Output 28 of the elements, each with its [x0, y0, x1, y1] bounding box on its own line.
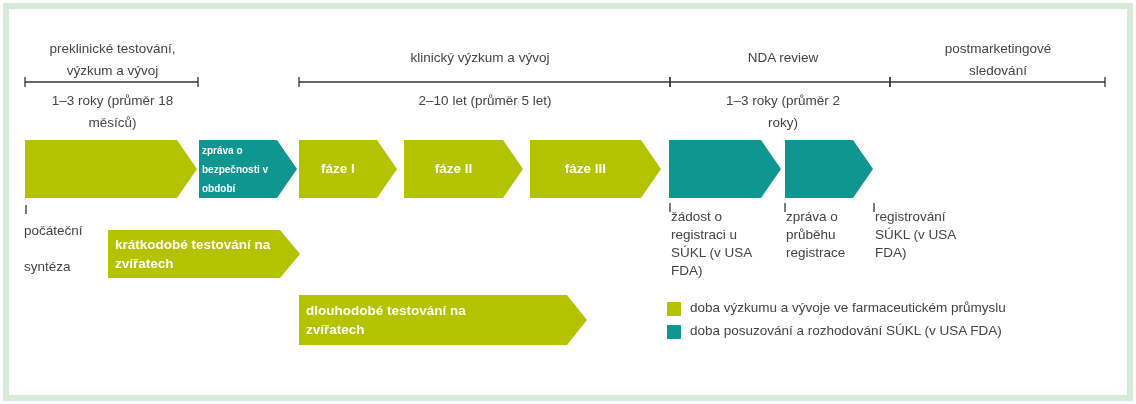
- phase-heading: postmarketingové sledování: [943, 40, 1053, 80]
- phase-heading: NDA review: [746, 49, 820, 67]
- phase-heading: preklinické testování, výzkum a vývoj: [48, 40, 177, 80]
- milestone-label: registrování SÚKL (v USA FDA): [875, 208, 957, 262]
- phase-block: [25, 140, 197, 198]
- duration-label: 2–10 let (průměr 5 let): [417, 92, 553, 110]
- phase-block: [530, 140, 661, 198]
- phase-block: [108, 230, 300, 278]
- phase-label: fáze II: [433, 160, 474, 178]
- phase-block: [404, 140, 523, 198]
- phase-block: [299, 140, 397, 198]
- phase-label: fáze I: [320, 160, 356, 178]
- legend-label: doba posuzování a rozhodování SÚKL (v USA FDA): [690, 323, 1002, 338]
- duration-label: 1–3 roky (průměr 18 měsíců): [50, 92, 175, 132]
- milestone-label: zpráva o průběhu registrace: [786, 208, 847, 262]
- phase-block: [299, 295, 587, 345]
- milestone-label: počáteční syntéza: [24, 222, 84, 276]
- phase-block: [785, 140, 873, 198]
- phase-block: [199, 140, 297, 198]
- phase-label: krátkodobé testování na zvířatech: [115, 236, 272, 273]
- phase-label: dlouhodobé testování na zvířatech: [306, 302, 466, 339]
- phase-block: [669, 140, 781, 198]
- milestone-label: žádost o registraci u SÚKL (v USA FDA): [671, 208, 753, 280]
- legend-label: doba výzkumu a vývoje ve farmaceutickém průmyslu: [690, 300, 1006, 315]
- phase-label: fáze III: [563, 160, 608, 178]
- phase-heading: klinický výzkum a vývoj: [409, 49, 551, 67]
- phase-label: zpráva o bezpečnosti v období: [202, 143, 270, 196]
- duration-label: 1–3 roky (průměr 2 roky): [724, 92, 841, 132]
